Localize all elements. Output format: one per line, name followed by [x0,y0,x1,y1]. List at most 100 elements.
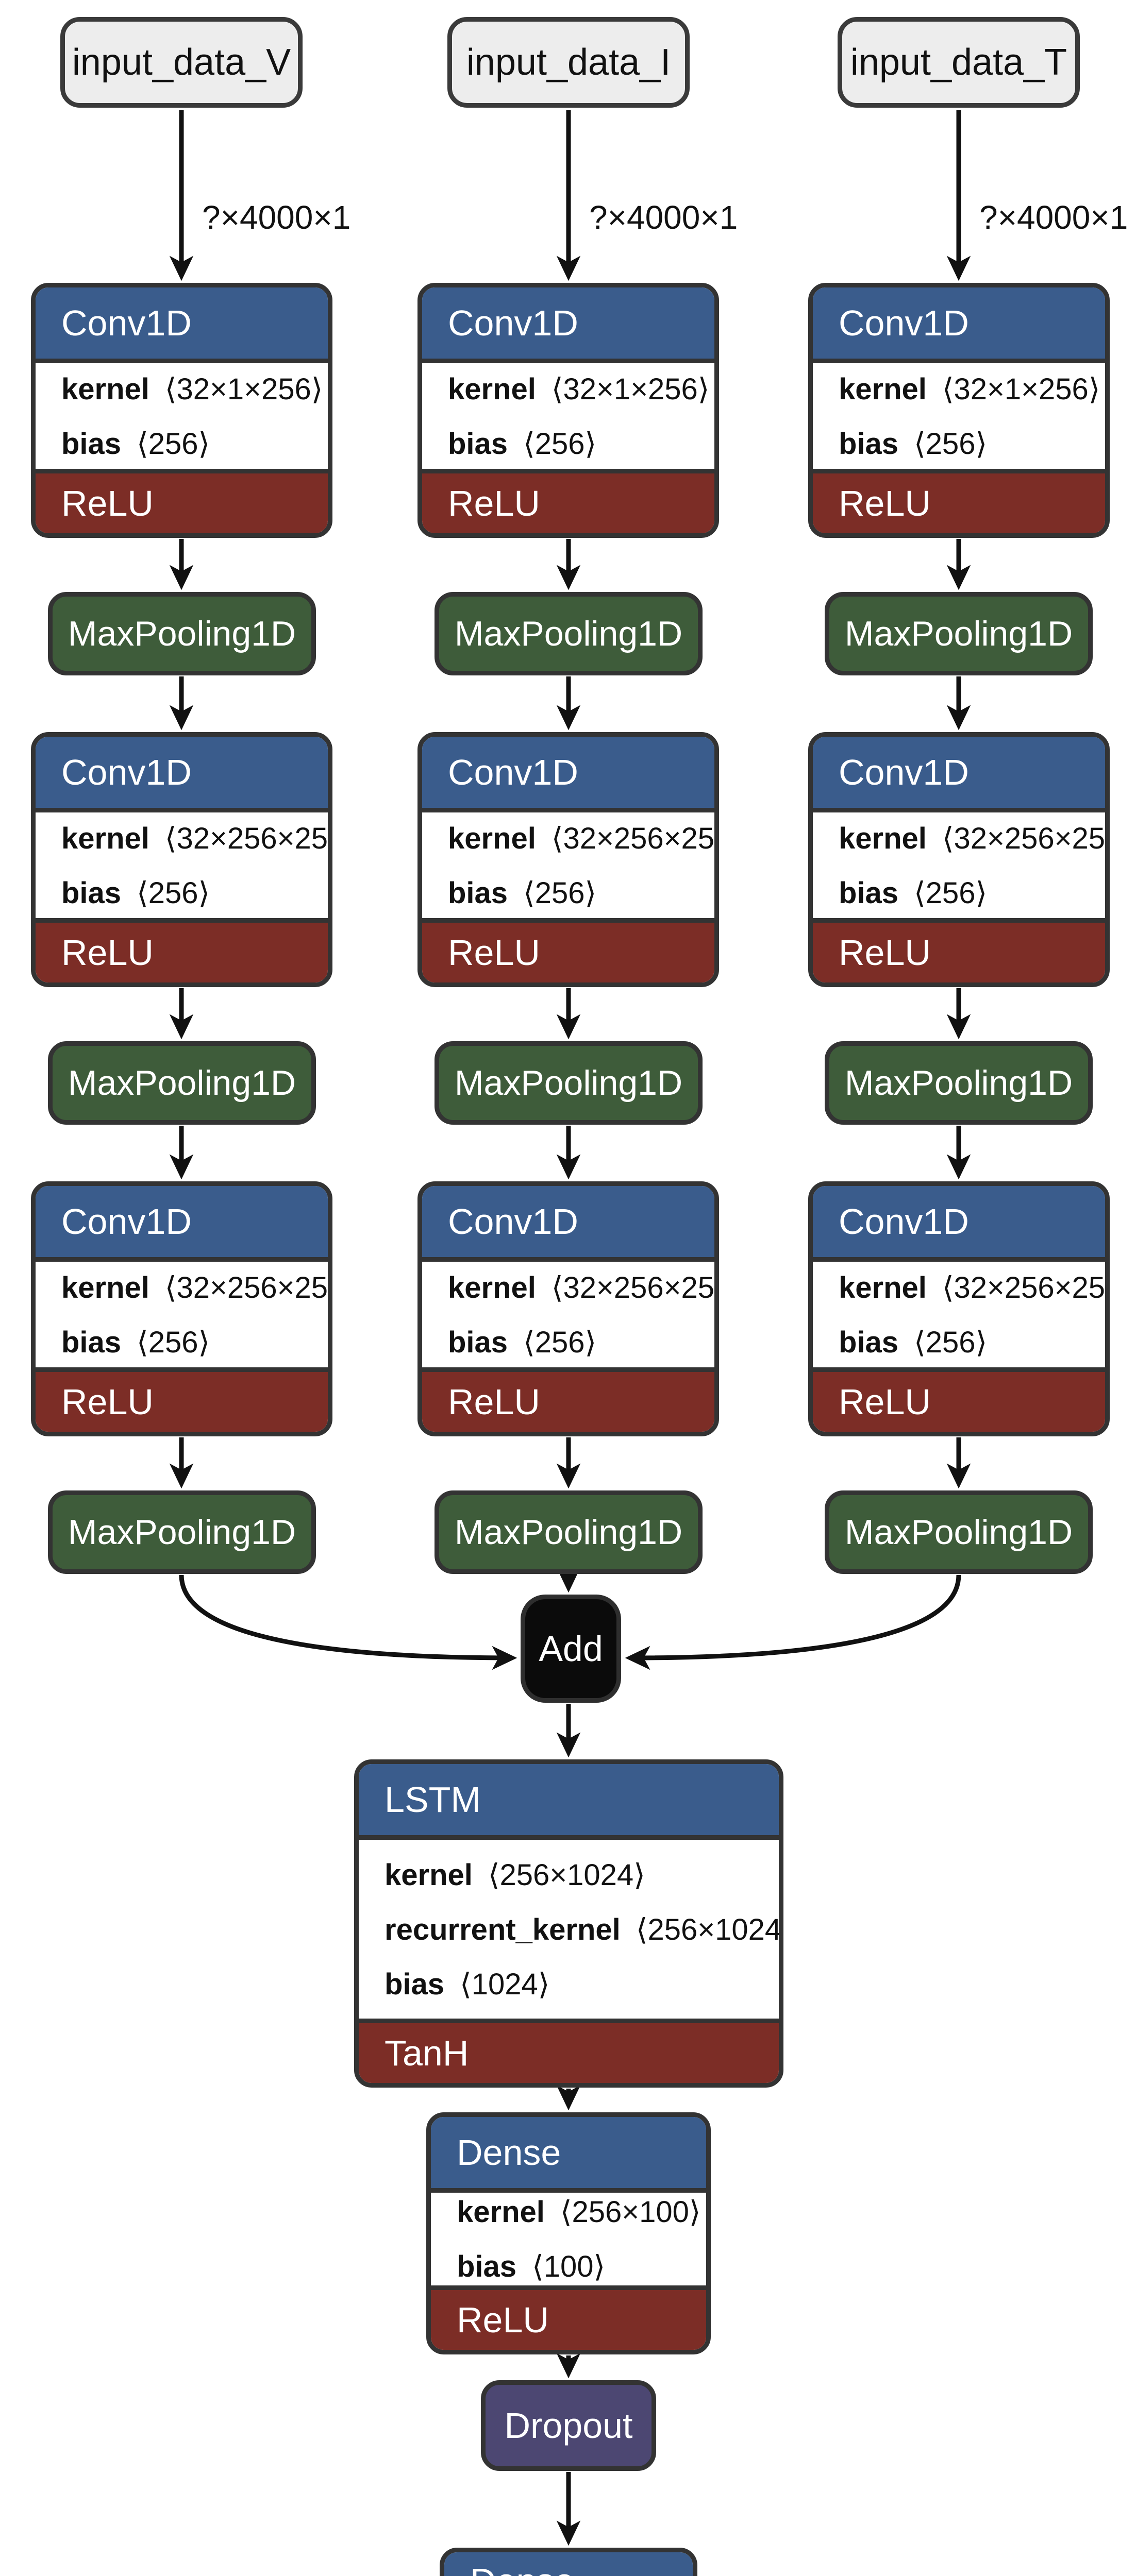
param-name: recurrent_kernel [385,1912,621,1946]
maxpooling1d-layer: MaxPooling1D [48,592,316,675]
param-dims: ⟨256⟩ [137,876,210,910]
conv1d-layer: Conv1D kernel⟨32×256×256⟩ bias⟨256⟩ ReLU [417,732,719,987]
param-dims: ⟨32×1×256⟩ [164,372,323,406]
param-name: kernel [448,821,536,855]
bias-param: bias⟨256⟩ [61,875,328,910]
maxpooling1d-layer: MaxPooling1D [48,1041,316,1125]
edge-shape-label: ?×4000×1 [589,199,738,236]
kernel-param: kernel ⟨32×256×256⟩ [61,1270,328,1305]
layer-params: kernel ⟨32×256×256⟩ bias⟨256⟩ [422,808,714,918]
param-dims: ⟨256⟩ [137,1325,210,1359]
param-name: kernel [839,1270,927,1304]
param-dims: ⟨256⟩ [523,1325,597,1359]
param-name: kernel [457,2195,545,2229]
layer-params: kernel ⟨32×1×256⟩ bias ⟨256⟩ [36,359,328,469]
param-name: kernel [61,372,149,406]
param-name: kernel [839,821,927,855]
activation-label: TanH [359,2019,779,2083]
maxpooling1d-layer: MaxPooling1D [48,1490,316,1574]
param-name: bias [61,427,122,461]
param-dims: ⟨32×256×256⟩ [551,1270,715,1304]
param-dims: ⟨256×1024⟩ [636,1912,783,1946]
layer-title: Conv1D [813,1186,1105,1257]
conv1d-layer: Conv1D kernel ⟨32×256×256⟩ bias ⟨256⟩ ReLU [808,1181,1110,1436]
layer-title: Conv1D [36,737,328,808]
activation-label: ReLU [36,469,328,533]
layer-params: kernel ⟨32×1×256⟩ bias⟨256⟩ [422,359,714,469]
activation-label: ReLU [813,469,1105,533]
param-name: bias [448,427,508,461]
layer-title: Conv1D [813,737,1105,808]
layer-title: Conv1D [813,287,1105,359]
param-dims: ⟨256⟩ [914,427,988,461]
layer-title: Dense [431,2117,706,2188]
edge-shape-label: ?×4000×1 [979,199,1128,236]
layer-params: kernel⟨256×1024⟩ recurrent_kernel⟨256×10… [359,1835,779,2019]
conv1d-layer: Conv1D kernel⟨32×256×256⟩ bias⟨256⟩ ReLU [808,732,1110,987]
param-name: kernel [448,1270,536,1304]
layer-params: kernel ⟨32×256×256⟩ bias ⟨256⟩ [422,1257,714,1367]
param-name: bias [448,876,508,910]
layer-params: kernel⟨32×1×256⟩ bias⟨256⟩ [813,359,1105,469]
param-dims: ⟨32×1×256⟩ [942,372,1100,406]
activation-label: ReLU [36,1367,328,1432]
kernel-param: kernel⟨32×256×256⟩ [839,821,1105,856]
param-name: bias [448,1325,508,1359]
kernel-param: kernel⟨32×1×256⟩ [839,371,1105,406]
input-node-t: input_data_T [838,17,1080,108]
param-name: bias [839,876,899,910]
bias-param: bias⟨256⟩ [448,875,714,910]
kernel-param: kernel ⟨32×256×256⟩ [839,1270,1105,1305]
add-merge-node: Add [521,1595,621,1703]
kernel-param: kernel ⟨32×256×256⟩ [448,1270,714,1305]
param-dims: ⟨32×256×256⟩ [942,1270,1106,1304]
param-dims: ⟨32×1×256⟩ [551,372,710,406]
bias-param: bias⟨256⟩ [839,426,1105,461]
param-dims: ⟨256⟩ [914,1325,988,1359]
layer-title: Conv1D [422,737,714,808]
activation-label: ReLU [422,1367,714,1432]
layer-params: kernel⟨32×256×256⟩ bias⟨256⟩ [36,808,328,918]
conv1d-layer: Conv1D kernel⟨32×256×256⟩ bias⟨256⟩ ReLU [31,732,332,987]
layer-title: Conv1D [36,1186,328,1257]
conv1d-layer: Conv1D kernel ⟨32×1×256⟩ bias ⟨256⟩ ReLU [31,283,332,538]
param-dims: ⟨32×256×256⟩ [551,821,715,855]
conv1d-layer: Conv1D kernel⟨32×1×256⟩ bias⟨256⟩ ReLU [808,283,1110,538]
bias-param: bias ⟨256⟩ [448,1325,714,1360]
input-node-v: input_data_V [60,17,303,108]
lstm-layer: LSTM kernel⟨256×1024⟩ recurrent_kernel⟨2… [354,1759,783,2088]
layer-title: Conv1D [422,1186,714,1257]
layer-title: Conv1D [422,287,714,359]
bias-param: bias⟨1024⟩ [385,1967,779,2002]
activation-label: ReLU [813,918,1105,982]
param-dims: ⟨256×100⟩ [560,2195,701,2229]
param-name: kernel [61,1270,149,1304]
maxpooling1d-layer: MaxPooling1D [435,1490,703,1574]
param-name: bias [457,2250,517,2283]
kernel-param: kernel ⟨256×100⟩ [457,2194,706,2229]
kernel-param: kernel⟨32×256×256⟩ [61,821,328,856]
kernel-param: kernel ⟨32×1×256⟩ [61,371,328,406]
param-name: kernel [448,372,536,406]
maxpooling1d-layer: MaxPooling1D [825,1041,1093,1125]
param-dims: ⟨1024⟩ [460,1967,550,2001]
bias-param: bias⟨256⟩ [448,426,714,461]
param-dims: ⟨256×1024⟩ [488,1858,645,1892]
layer-title: Conv1D [36,287,328,359]
param-name: bias [61,1325,122,1359]
kernel-param: kernel ⟨32×1×256⟩ [448,371,714,406]
activation-label: ReLU [813,1367,1105,1432]
dense-layer: Dense kernel⟨100×1⟩ bias⟨1⟩ [440,2548,697,2576]
dropout-layer: Dropout [481,2380,656,2471]
maxpooling1d-layer: MaxPooling1D [435,1041,703,1125]
param-name: bias [839,1325,899,1359]
layer-params: kernel⟨32×256×256⟩ bias⟨256⟩ [813,808,1105,918]
layer-title: LSTM [359,1764,779,1835]
activation-label: ReLU [431,2285,706,2350]
param-dims: ⟨256⟩ [137,427,210,461]
maxpooling1d-layer: MaxPooling1D [825,1490,1093,1574]
param-dims: ⟨32×256×256⟩ [164,1270,328,1304]
activation-label: ReLU [422,469,714,533]
